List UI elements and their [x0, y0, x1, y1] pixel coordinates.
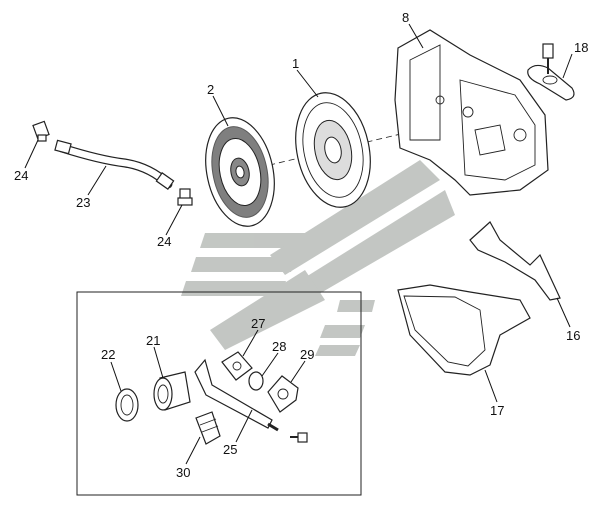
callout-24-top: 24 [14, 168, 28, 183]
callout-27: 27 [251, 316, 265, 331]
cover-gasket [527, 43, 575, 101]
callout-2: 2 [207, 82, 214, 97]
release-bearing [153, 371, 191, 411]
rubber-boot [195, 411, 221, 445]
lower-cover [397, 284, 531, 376]
callout-29: 29 [300, 347, 314, 362]
callout-22: 22 [101, 347, 115, 362]
hose-fitting-top [32, 120, 50, 142]
clutch-housing [394, 29, 549, 196]
pivot-flange [221, 351, 253, 381]
pivot-bushing [248, 371, 264, 391]
inset-frame [76, 291, 362, 496]
callout-25: 25 [223, 442, 237, 457]
callout-18: 18 [574, 40, 588, 55]
callout-21: 21 [146, 333, 160, 348]
callout-28: 28 [272, 339, 286, 354]
callout-23: 23 [76, 195, 90, 210]
cover-bracket [469, 221, 561, 301]
callout-17: 17 [490, 403, 504, 418]
release-fork [194, 358, 279, 432]
callout-16: 16 [566, 328, 580, 343]
callout-30: 30 [176, 465, 190, 480]
pivot-cover [267, 375, 299, 413]
callout-24-bottom: 24 [157, 234, 171, 249]
clutch-hose [54, 139, 175, 190]
leader-lines [24, 23, 573, 465]
pivot-bolt [290, 432, 308, 443]
callout-1: 1 [292, 56, 299, 71]
hose-fitting-bottom [177, 188, 193, 206]
release-seal [115, 388, 139, 422]
callout-8: 8 [402, 10, 409, 25]
pressure-plate [295, 92, 371, 208]
clutch-disc [205, 117, 275, 227]
